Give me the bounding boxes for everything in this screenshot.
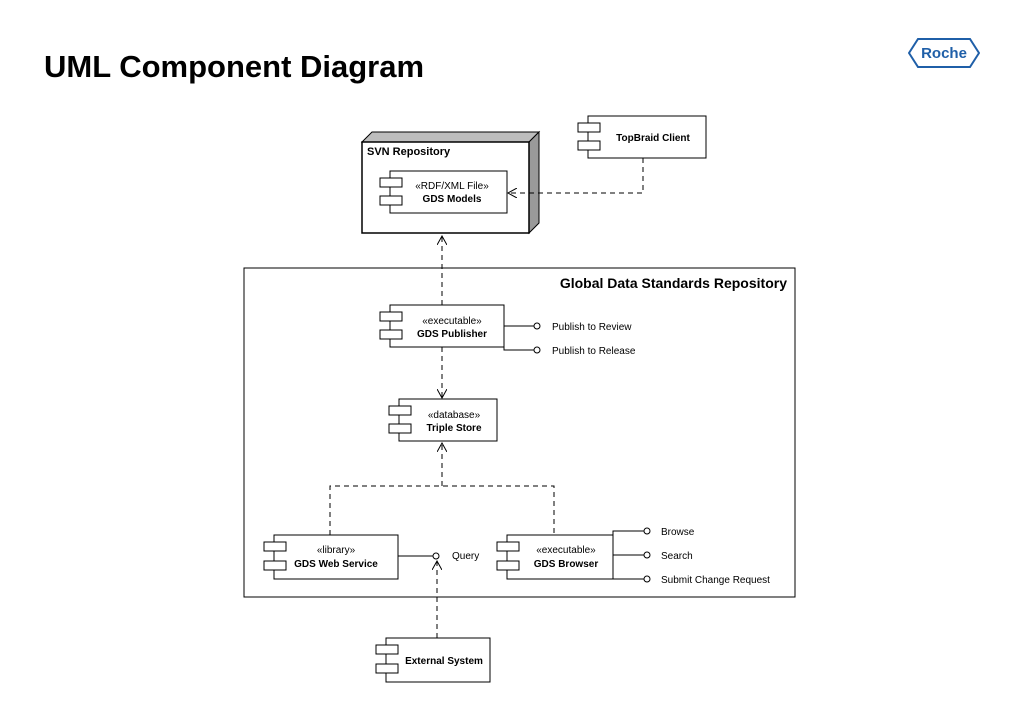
clients-to-triplestore-dependency (329, 443, 555, 535)
gds-publisher-component: «executable» GDS Publisher (379, 304, 505, 348)
triple-store-stereotype: «database» (428, 410, 481, 421)
roche-logo: Roche (908, 38, 980, 68)
gds-publisher-stereotype: «executable» (422, 316, 482, 327)
publish-review-interface: Publish to Review (504, 322, 632, 333)
gdsr-label: Global Data Standards Repository (560, 275, 787, 291)
submit-change-label: Submit Change Request (661, 575, 770, 586)
search-label: Search (661, 551, 693, 562)
search-interface: Search (613, 551, 693, 562)
svn-repository-label: SVN Repository (367, 146, 451, 158)
gds-browser-stereotype: «executable» (536, 545, 596, 556)
gds-web-service-stereotype: «library» (317, 545, 356, 556)
browse-interface: Browse (612, 527, 695, 541)
gds-models-component: «RDF/XML File» GDS Models (379, 170, 508, 214)
page-title: UML Component Diagram (44, 49, 425, 84)
external-system-component: External System (375, 637, 491, 683)
gds-models-stereotype: «RDF/XML File» (415, 181, 489, 192)
logo-text: Roche (921, 45, 967, 62)
topbraid-client-component: TopBraid Client (577, 115, 707, 159)
gds-web-service-component: «library» GDS Web Service (263, 534, 399, 580)
publish-review-label: Publish to Review (552, 322, 632, 333)
gds-models-name: GDS Models (423, 194, 482, 205)
gds-browser-name: GDS Browser (534, 559, 599, 570)
external-system-name: External System (405, 656, 483, 667)
gds-publisher-name: GDS Publisher (417, 329, 487, 340)
publish-release-label: Publish to Release (552, 346, 636, 357)
topbraid-client-name: TopBraid Client (616, 133, 690, 144)
submit-change-interface: Submit Change Request (612, 570, 770, 586)
topbraid-to-models-dependency (508, 158, 644, 193)
query-interface: Query (398, 551, 479, 562)
triple-store-component: «database» Triple Store (388, 398, 498, 442)
browse-label: Browse (661, 527, 695, 538)
publish-release-interface: Publish to Release (503, 341, 636, 357)
query-label: Query (452, 551, 479, 562)
gds-web-service-name: GDS Web Service (294, 559, 378, 570)
gds-browser-component: «executable» GDS Browser (496, 534, 614, 580)
triple-store-name: Triple Store (426, 423, 481, 434)
